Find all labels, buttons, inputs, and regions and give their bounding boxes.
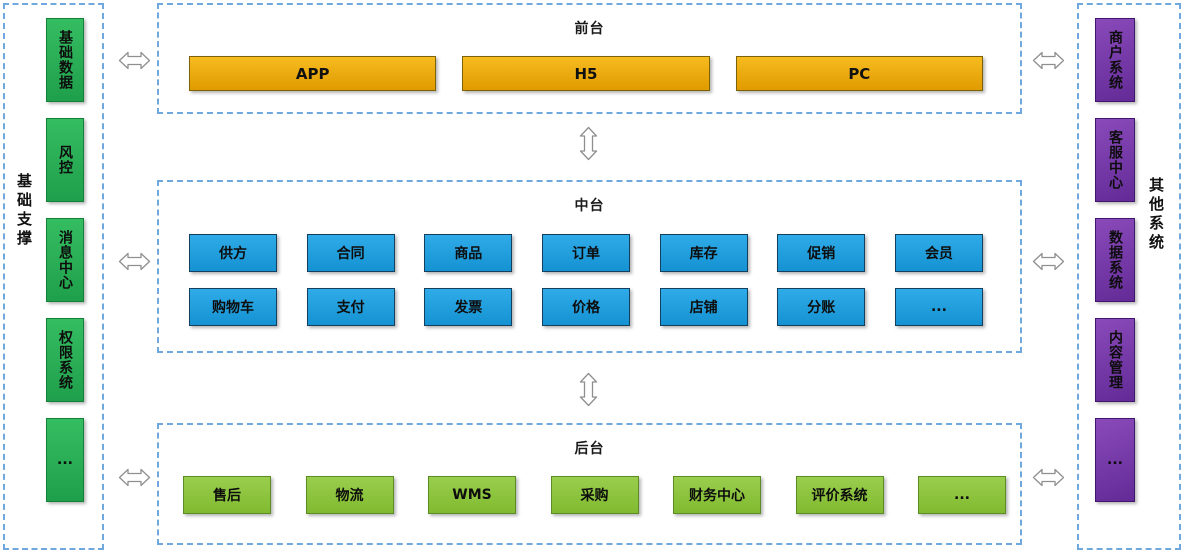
middle-section: 中台 供方 合同 商品 订单 库存 促销 会员 购物车 支付 发票 价格 店铺 … — [157, 180, 1022, 353]
support-panel-label: 基础支撑 — [15, 173, 33, 249]
back-box: 评价系统 — [795, 476, 884, 514]
support-box: 权限系统 — [46, 318, 84, 402]
back-box: WMS — [428, 476, 516, 514]
other-systems-label: 其他系统 — [1147, 177, 1165, 253]
middle-box-row-1: 供方 合同 商品 订单 库存 促销 会员 — [189, 234, 983, 272]
other-system-box: 客服中心 — [1095, 118, 1135, 202]
support-box-column: 基础数据 风控 消息中心 权限系统 ... — [46, 18, 84, 502]
double-arrow-icon — [1032, 251, 1065, 272]
double-arrow-icon — [118, 50, 151, 71]
back-box: 物流 — [305, 476, 394, 514]
back-box-more: ... — [918, 476, 1006, 514]
front-section: 前台 APP H5 PC — [157, 3, 1022, 114]
front-section-title: 前台 — [574, 21, 605, 37]
middle-box: 合同 — [306, 234, 395, 272]
middle-box: 库存 — [659, 234, 748, 272]
other-system-box-more: ... — [1095, 418, 1135, 502]
middle-box: 价格 — [541, 288, 630, 326]
middle-box: 供方 — [189, 234, 277, 272]
middle-box: 促销 — [777, 234, 866, 272]
double-arrow-icon — [118, 251, 151, 272]
middle-box: 店铺 — [659, 288, 748, 326]
front-box: H5 — [462, 56, 710, 91]
support-box: 风控 — [46, 118, 84, 202]
double-arrow-icon — [1032, 467, 1065, 488]
other-systems-column: 商户系统 客服中心 数据系统 内容管理 ... — [1095, 18, 1135, 502]
support-panel: 基础支撑 基础数据 风控 消息中心 权限系统 ... — [3, 3, 104, 550]
middle-box: 会员 — [894, 234, 983, 272]
back-box: 采购 — [550, 476, 639, 514]
support-box-more: ... — [46, 418, 84, 502]
front-box: APP — [189, 56, 437, 91]
double-arrow-icon — [118, 467, 151, 488]
other-system-box: 数据系统 — [1095, 218, 1135, 302]
middle-section-title: 中台 — [574, 198, 605, 214]
back-section-title: 后台 — [574, 441, 605, 457]
back-box-row: 售后 物流 WMS 采购 财务中心 评价系统 ... — [183, 476, 1006, 514]
middle-box: 订单 — [541, 234, 630, 272]
other-system-box: 内容管理 — [1095, 318, 1135, 402]
back-box: 财务中心 — [673, 476, 761, 514]
double-arrow-icon — [1032, 50, 1065, 71]
support-box: 基础数据 — [46, 18, 84, 102]
middle-box-row-2: 购物车 支付 发票 价格 店铺 分账 ... — [189, 288, 983, 326]
front-box-row: APP H5 PC — [189, 56, 983, 91]
back-box: 售后 — [183, 476, 271, 514]
middle-box-more: ... — [894, 288, 983, 326]
middle-box: 分账 — [777, 288, 866, 326]
support-box: 消息中心 — [46, 218, 84, 302]
middle-box: 商品 — [424, 234, 513, 272]
middle-box: 发票 — [424, 288, 513, 326]
middle-box: 支付 — [306, 288, 395, 326]
middle-box: 购物车 — [189, 288, 277, 326]
double-arrow-vertical-icon — [578, 126, 599, 161]
other-system-box: 商户系统 — [1095, 18, 1135, 102]
back-section: 后台 售后 物流 WMS 采购 财务中心 评价系统 ... — [157, 423, 1022, 545]
front-box: PC — [735, 56, 983, 91]
other-systems-panel: 其他系统 商户系统 客服中心 数据系统 内容管理 ... — [1077, 3, 1181, 550]
double-arrow-vertical-icon — [578, 372, 599, 407]
